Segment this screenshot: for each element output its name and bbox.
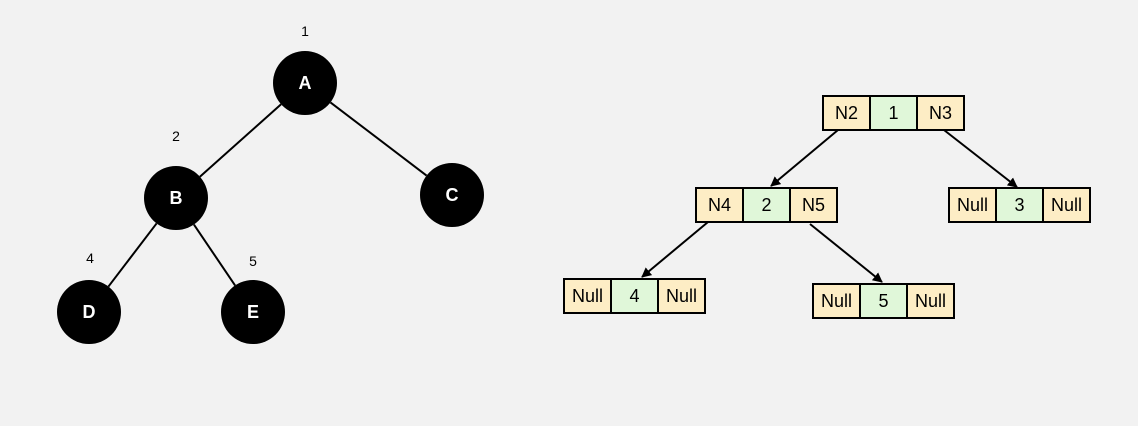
tree-node-label: C [446,185,459,205]
tree-node-label: B [170,188,183,208]
tree-node-c: C [420,163,484,227]
record-cell-text-left: Null [821,291,852,311]
tree-edges [107,101,428,288]
tree-node-circle [420,163,484,227]
record-r3: Null 3 Null [948,187,1091,223]
pointer-arrow-r2-to-r5 [809,223,883,283]
tree-edge-b-d [107,222,158,288]
record-cell-value [859,283,908,319]
tree-node-index-a: 1 [301,23,309,39]
record-cell-right [657,278,706,314]
record-cell-text-right: Null [915,291,946,311]
tree-node-circle [273,51,337,115]
record-cell-value [995,187,1044,223]
tree-nodes: A 1B 2C D 4E 5 [57,23,484,344]
tree-node-index-e: 5 [249,253,257,269]
tree-edge-a-c [329,101,428,177]
record-cell-right [916,95,965,131]
record-cell-right [906,283,955,319]
record-cell-text-left: Null [957,195,988,215]
tree-node-b: B [144,166,208,230]
record-r2: N4 2 N5 [695,187,838,223]
pointer-arrow-r1-to-r2 [770,129,839,187]
record-links [641,129,1018,283]
record-cell-text-right: Null [666,286,697,306]
pointer-arrow-r1-to-r3 [943,129,1018,188]
tree-edge-a-b [199,103,282,178]
tree-node-e: E [221,280,285,344]
tree-node-index-d: 4 [86,250,94,266]
record-cell-left [563,278,612,314]
record-cell-left [695,187,744,223]
tree-node-a: A [273,51,337,115]
tree-edge-b-e [193,223,236,287]
tree-node-label: A [299,73,312,93]
record-cell-text-value: 5 [878,291,888,311]
tree-node-label: E [247,302,259,322]
record-cell-text-left: N4 [708,195,731,215]
record-cell-right [1042,187,1091,223]
tree-node-circle [144,166,208,230]
record-cell-text-value: 1 [888,103,898,123]
record-cell-text-value: 4 [629,286,639,306]
record-cell-text-value: 2 [761,195,771,215]
tree-node-label: D [83,302,96,322]
tree-node-d: D [57,280,121,344]
record-r4: Null 4 Null [563,278,706,314]
record-cell-left [812,283,861,319]
tree-node-circle [57,280,121,344]
tree-node-circle [221,280,285,344]
record-cell-text-left: Null [572,286,603,306]
record-cell-text-value: 3 [1014,195,1024,215]
record-cell-text-right: Null [1051,195,1082,215]
record-r1: N2 1 N3 [822,95,965,131]
record-cell-text-left: N2 [835,103,858,123]
record-cell-left [822,95,871,131]
tree-node-index-b: 2 [172,128,180,144]
record-r5: Null 5 Null [812,283,955,319]
pointer-arrow-r2-to-r4 [641,221,709,278]
record-cell-text-right: N5 [802,195,825,215]
record-cell-right [789,187,838,223]
record-cell-text-right: N3 [929,103,952,123]
